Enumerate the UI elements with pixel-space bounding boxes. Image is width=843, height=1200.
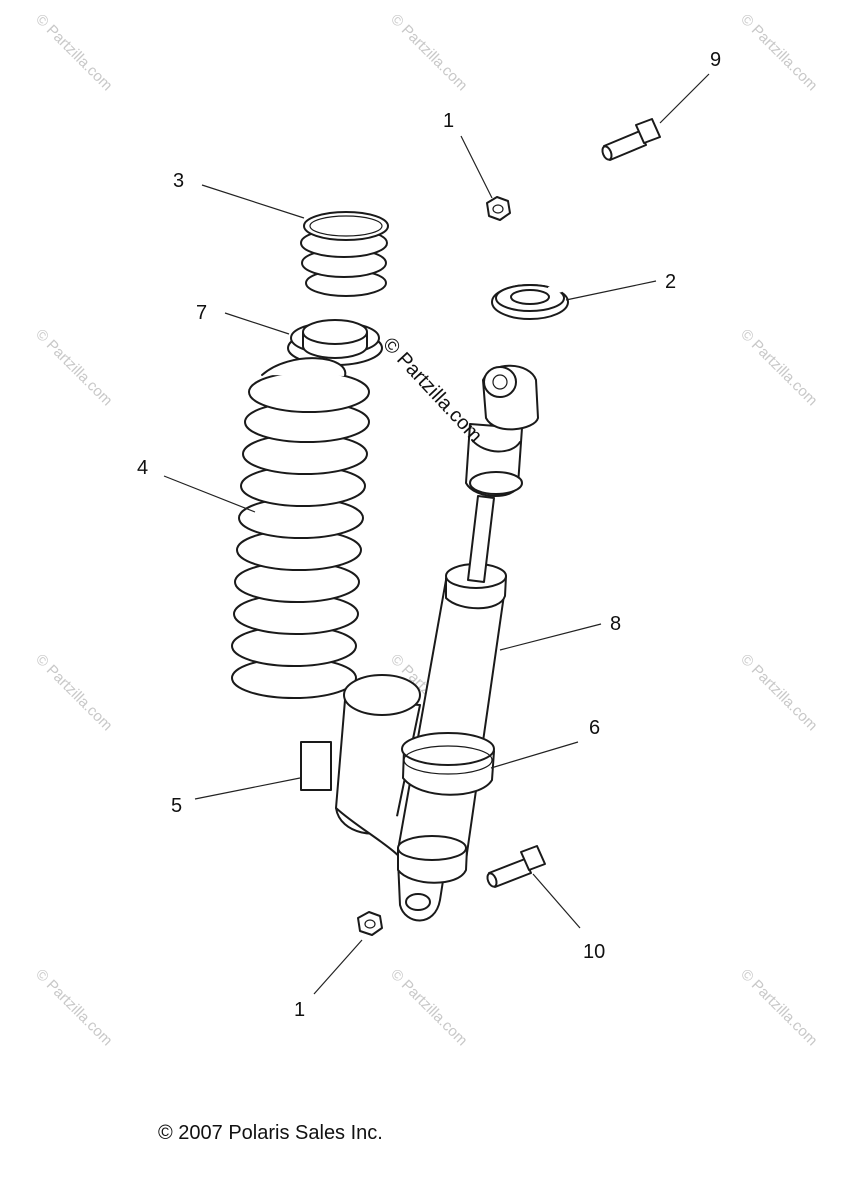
leader-line — [499, 623, 602, 651]
callout-10: 10 — [583, 941, 605, 963]
spring-small — [300, 211, 389, 297]
leader-line — [224, 312, 290, 335]
nut-lower — [357, 911, 383, 936]
callout-1-lower: 1 — [294, 999, 305, 1021]
coil-spring — [231, 357, 370, 699]
leader-line — [532, 873, 581, 929]
bolt-upper — [601, 118, 661, 161]
leader-line — [163, 475, 256, 513]
watermark: © Partzilla.com — [737, 651, 820, 734]
center-watermark: © Partzilla.com — [378, 333, 486, 447]
callout-4: 4 — [137, 457, 148, 479]
watermark: © Partzilla.com — [32, 966, 115, 1049]
watermark: © Partzilla.com — [32, 326, 115, 409]
callout-5: 5 — [171, 795, 182, 817]
leader-line — [313, 939, 363, 995]
callout-1-upper: 1 — [443, 110, 454, 132]
leader-line — [490, 741, 579, 769]
copyright-notice: © 2007 Polaris Sales Inc. — [158, 1122, 383, 1144]
callouts: 1 2 3 4 5 6 7 8 9 10 1 — [137, 49, 721, 1021]
watermark: © Partzilla.com — [387, 966, 470, 1049]
watermark: © Partzilla.com — [737, 966, 820, 1049]
callout-6: 6 — [589, 717, 600, 739]
watermark: © Partzilla.com — [387, 11, 470, 94]
clamp-ring — [401, 732, 495, 796]
watermark: © Partzilla.com — [32, 651, 115, 734]
callout-8: 8 — [610, 613, 621, 635]
bolt-lower — [486, 845, 546, 888]
watermark: © Partzilla.com — [737, 11, 820, 94]
nut-upper — [486, 196, 511, 221]
callout-7: 7 — [196, 302, 207, 324]
callout-3: 3 — [173, 170, 184, 192]
split-washer — [491, 283, 569, 320]
watermark: © Partzilla.com — [737, 326, 820, 409]
shock-absorber — [397, 364, 539, 922]
leader-line — [565, 280, 657, 301]
leader-line — [194, 777, 301, 800]
leader-line — [201, 184, 305, 219]
callout-9: 9 — [710, 49, 721, 71]
callout-2: 2 — [665, 271, 676, 293]
leader-lines — [163, 73, 710, 995]
leader-line — [659, 73, 710, 124]
watermark: © Partzilla.com — [32, 11, 115, 94]
spring-retainer — [287, 319, 383, 366]
leader-line — [460, 135, 493, 199]
